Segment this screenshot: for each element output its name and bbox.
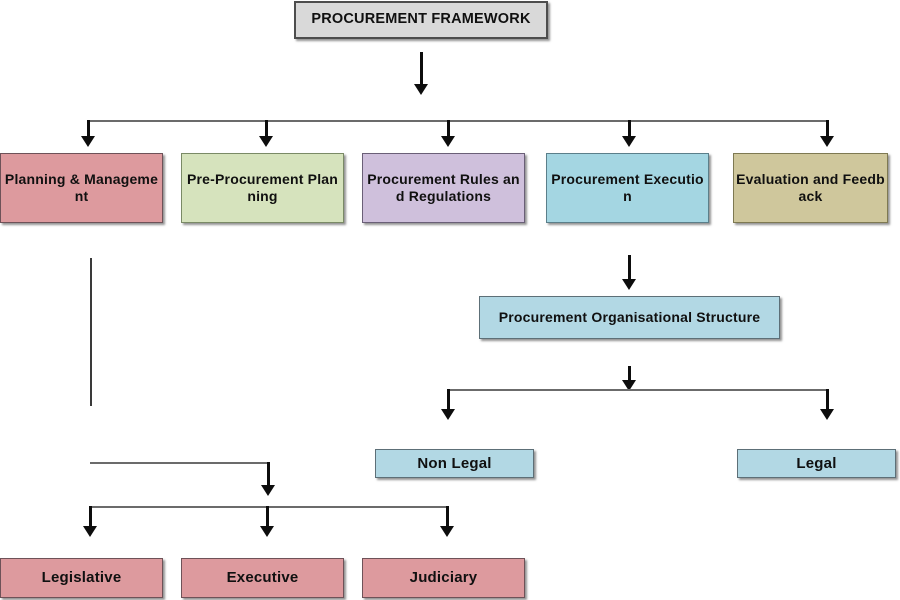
connector-stem-rules	[447, 120, 450, 141]
node-pre-procurement-planning: Pre-Procurement Planning	[181, 153, 344, 223]
connector-stem-preprocurement	[265, 120, 268, 141]
arrowhead-legal	[820, 409, 834, 420]
arrowhead-planning	[81, 136, 95, 147]
node-label: Procurement Rules and Regulations	[367, 171, 520, 204]
connector-stem-execution	[628, 120, 631, 141]
node-label: Judiciary	[409, 569, 478, 587]
node-label: Non Legal	[417, 454, 492, 472]
node-label: Legislative	[41, 569, 122, 587]
node-label: Planning & Management	[4, 171, 159, 204]
node-evaluation-feedback: Evaluation and Feedback	[733, 153, 888, 223]
connector-bus-level1	[88, 120, 829, 122]
node-non-legal: Non Legal	[375, 449, 534, 478]
arrowhead-legislative	[83, 526, 97, 537]
node-label: Procurement Execution	[551, 171, 704, 204]
arrowhead-executive	[260, 526, 274, 537]
arrowhead-planning-elbow	[261, 485, 275, 496]
arrowhead-execution	[622, 136, 636, 147]
node-procurement-framework: PROCUREMENT FRAMEWORK	[294, 1, 548, 39]
arrowhead-non-legal	[441, 409, 455, 420]
connector-stem-legislative	[89, 506, 92, 531]
node-legal: Legal	[737, 449, 896, 478]
connector-stem-judiciary	[446, 506, 449, 531]
node-label: Executive	[226, 569, 299, 587]
node-label: Legal	[796, 454, 837, 472]
node-procurement-execution: Procurement Execution	[546, 153, 709, 223]
node-planning-management: Planning & Management	[0, 153, 163, 223]
connector-stem-legal	[826, 389, 829, 414]
node-label: PROCUREMENT FRAMEWORK	[311, 11, 531, 28]
node-label: Evaluation and Feedback	[736, 171, 885, 204]
connector-stem-non-legal	[447, 389, 450, 414]
connector-root-stem	[420, 52, 423, 88]
arrowhead-preprocurement	[259, 136, 273, 147]
node-label: Pre-Procurement Planning	[186, 171, 339, 204]
node-legislative: Legislative	[0, 558, 163, 598]
connector-planning-dropline	[90, 258, 92, 406]
connector-bus-legal	[448, 389, 828, 391]
arrowhead-rules	[441, 136, 455, 147]
connector-execution-to-structure	[628, 255, 631, 283]
node-executive: Executive	[181, 558, 344, 598]
node-label: Procurement Organisational Structure	[498, 309, 761, 326]
arrowhead-judiciary	[440, 526, 454, 537]
arrowhead-structure-to-bus	[622, 380, 636, 391]
connector-stem-planning	[87, 120, 90, 141]
arrowhead-evaluation	[820, 136, 834, 147]
connector-planning-elbow	[90, 462, 269, 464]
connector-stem-executive	[266, 506, 269, 531]
connector-structure-stem	[628, 366, 631, 386]
arrowhead-execution-to-structure	[622, 279, 636, 290]
node-procurement-organisational-structure: Procurement Organisational Structure	[479, 296, 780, 339]
arrowhead-root-to-bus	[414, 84, 428, 95]
connector-bus-government	[90, 506, 448, 508]
node-judiciary: Judiciary	[362, 558, 525, 598]
connector-stem-evaluation	[826, 120, 829, 141]
node-procurement-rules-regulations: Procurement Rules and Regulations	[362, 153, 525, 223]
connector-planning-elbow-stem	[267, 462, 270, 490]
